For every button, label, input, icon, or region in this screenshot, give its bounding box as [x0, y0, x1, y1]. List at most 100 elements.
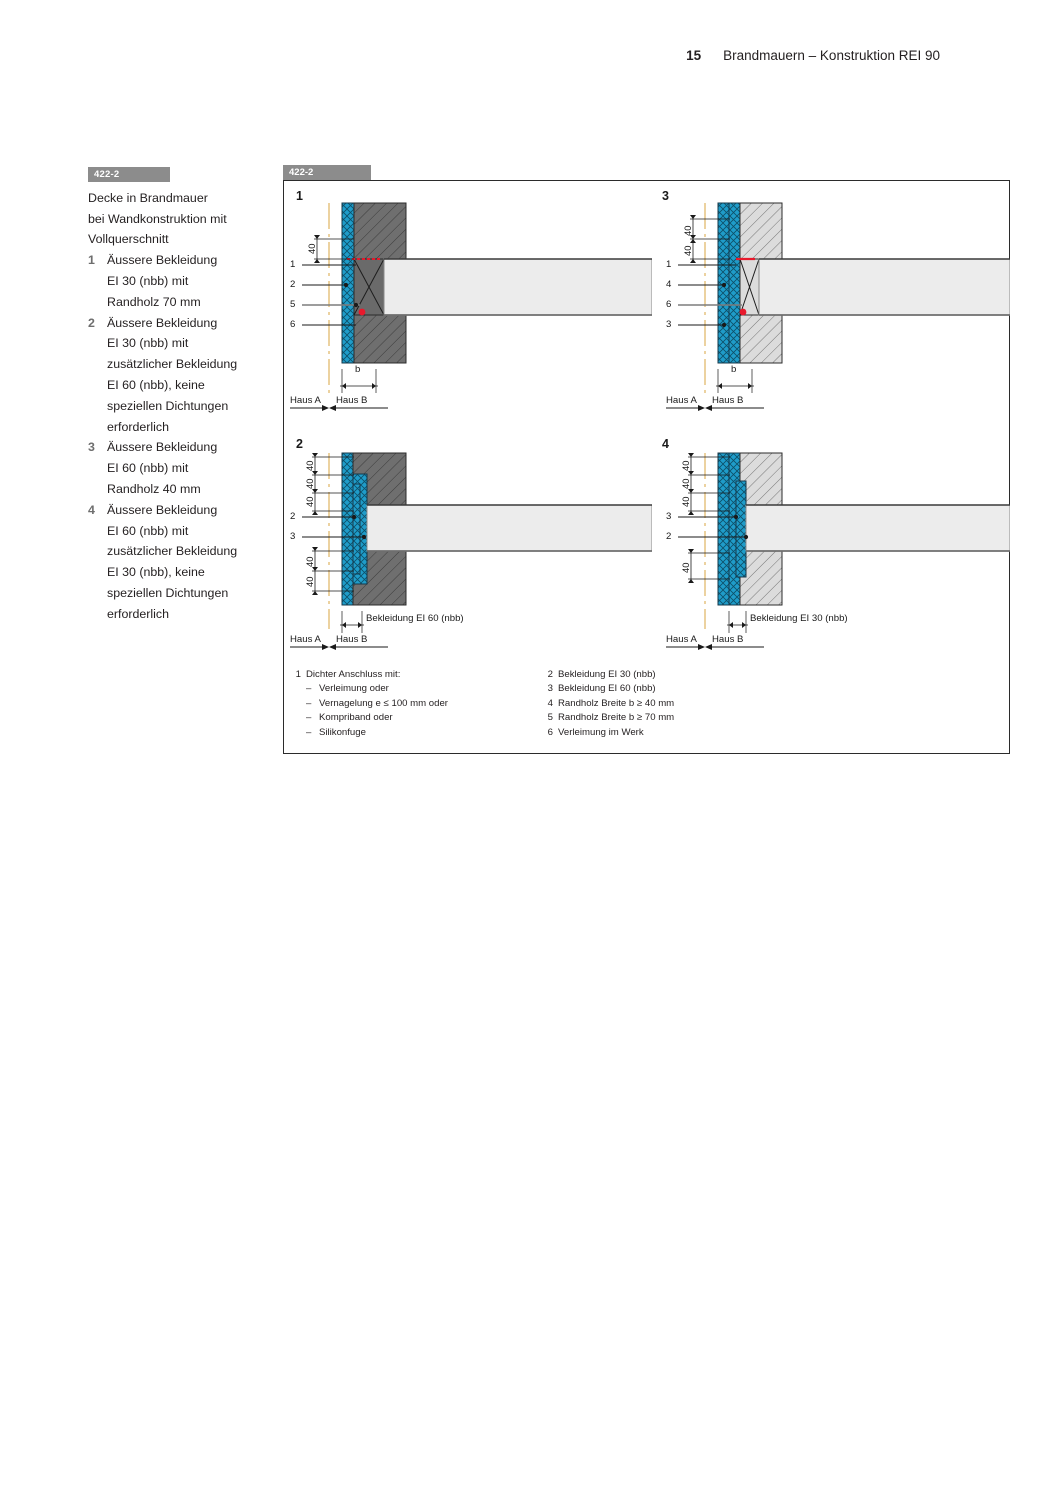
caption-item-line: speziellen Dichtungen [107, 398, 229, 413]
caption-item-number: 2 [88, 315, 95, 330]
caption-item-line: Randholz 40 mm [107, 481, 201, 496]
caption-item-number: 3 [88, 440, 95, 455]
page-number: 15 [686, 48, 702, 63]
caption-item-line: Äussere Bekleidung [107, 440, 218, 455]
panel-4-dim-top-2: 40 [680, 478, 691, 489]
caption-item-line: erforderlich [107, 419, 169, 434]
legend-dash: – [306, 683, 312, 695]
legend-item-5: 5 Randholz Breite b ≥ 70 mm [539, 711, 799, 725]
panel-1-callout-6: 6 [290, 319, 296, 330]
legend-text-2: Bekleidung EI 30 (nbb) [558, 669, 656, 680]
panel-1-dim-40: 40 [306, 243, 317, 254]
panel-2-dim-top-3: 40 [304, 496, 315, 507]
panel-2-callout-2: 2 [290, 511, 296, 522]
panel-1-number: 1 [296, 189, 303, 203]
panel-3-haus-a: Haus A [666, 395, 697, 406]
panel-2-dim-top-1: 40 [304, 460, 315, 471]
caption-item-line: EI 60 (nbb), keine [107, 377, 205, 392]
panel-3-callout-1: 1 [666, 259, 672, 270]
figure-tag: 422-2 [283, 165, 371, 180]
legend-sub-items: –Verleimung oder–Vernagelung e ≤ 100 mm … [287, 682, 537, 740]
panel-3-number: 3 [662, 189, 669, 203]
panel-1-drawing [290, 202, 652, 411]
legend-key-2: 2 [547, 669, 553, 680]
legend-key-3: 3 [547, 683, 553, 695]
page-header: 15 Brandmauern – Konstruktion REI 90 [686, 48, 940, 63]
caption-item-line: erforderlich [107, 606, 169, 621]
panel-2-callout-3: 3 [290, 531, 296, 542]
panel-4-callout-2: 2 [666, 531, 672, 542]
panel-1-haus-a: Haus A [290, 395, 321, 406]
caption-item-line: zusätzlicher Bekleidung [107, 357, 238, 372]
legend-sub-item-2: –Vernagelung e ≤ 100 mm oder [287, 697, 537, 711]
panel-2-haus-a: Haus A [290, 634, 321, 645]
legend-key-5: 5 [547, 712, 553, 724]
panel-2-dim-bot-1: 40 [304, 556, 315, 567]
caption-item-line: EI 30 (nbb), keine [107, 565, 205, 580]
legend-text-3: Bekleidung EI 60 (nbb) [558, 683, 656, 695]
legend-sub-text: Kompriband oder [319, 712, 393, 724]
legend-item-2: 2 Bekleidung EI 30 (nbb) [539, 668, 799, 682]
legend-sub-item-1: –Verleimung oder [287, 682, 537, 696]
panel-1-callout-2: 2 [290, 279, 296, 290]
legend-key-4: 4 [547, 697, 553, 709]
caption-item-line: zusätzlicher Bekleidung [107, 544, 238, 559]
panel-2-bottom-note: Bekleidung EI 60 (nbb) [366, 613, 464, 624]
legend-key-6: 6 [547, 726, 553, 738]
caption-item-line: EI 30 (nbb) mit [107, 273, 189, 288]
panel-4-bottom-note: Bekleidung EI 30 (nbb) [750, 613, 848, 624]
caption-title: Decke in Brandmauer bei Wandkonstruktion … [88, 188, 266, 250]
panel-4-number: 4 [662, 437, 669, 451]
panel-1-haus-b: Haus B [336, 395, 368, 406]
caption-item-line: EI 60 (nbb) mit [107, 461, 189, 476]
panel-4-dim-top-1: 40 [680, 460, 691, 471]
caption-item-line: speziellen Dichtungen [107, 585, 229, 600]
panel-3-drawing [666, 202, 1010, 411]
panel-2-dim-top-2: 40 [304, 478, 315, 489]
caption-title-line-3: Vollquerschnitt [88, 232, 169, 247]
panel-3: 3 [660, 181, 1010, 466]
legend-text-5: Randholz Breite b ≥ 70 mm [558, 712, 675, 724]
legend-sub-text: Vernagelung e ≤ 100 mm oder [319, 697, 448, 709]
figure-box: 1 [283, 180, 1010, 754]
panel-2-drawing [290, 452, 652, 650]
caption-column: 422-2 Decke in Brandmauer bei Wandkonstru… [88, 163, 266, 625]
panel-3-dim-40-a: 40 [682, 225, 693, 236]
panel-1-callout-5: 5 [290, 299, 296, 310]
panel-2-number: 2 [296, 437, 303, 451]
caption-title-line-1: Decke in Brandmauer [88, 190, 208, 205]
panel-4-haus-b: Haus B [712, 634, 744, 645]
panel-1-dim-b: b [355, 364, 361, 375]
caption-item-line: Randholz 70 mm [107, 294, 201, 309]
caption-tag: 422-2 [88, 167, 170, 182]
panel-4-callout-3: 3 [666, 511, 672, 522]
panel-2-dim-bot-2: 40 [304, 576, 315, 587]
legend-column-left: 1 Dichter Anschluss mit: –Verleimung ode… [287, 668, 537, 740]
legend-text-6: Verleimung im Werk [558, 726, 644, 738]
legend-key-1: 1 [295, 669, 301, 680]
panel-4-dim-bot-1: 40 [680, 562, 691, 573]
legend-sub-item-4: –Silikonfuge [287, 726, 537, 740]
panel-3-dim-40-b: 40 [682, 245, 693, 256]
panel-4-drawing [666, 452, 1010, 650]
caption-item-line: EI 30 (nbb) mit [107, 336, 189, 351]
caption-item-line: Äussere Bekleidung [107, 502, 218, 517]
caption-title-line-2: bei Wandkonstruktion mit [88, 211, 227, 226]
caption-item-line: Äussere Bekleidung [107, 315, 218, 330]
legend-item-6: 6 Verleimung im Werk [539, 726, 799, 740]
panel-2-haus-b: Haus B [336, 634, 368, 645]
panel-4: 4 [660, 429, 1010, 669]
panel-2: 2 [284, 429, 652, 669]
page-title: Brandmauern – Konstruktion REI 90 [723, 48, 940, 63]
panel-3-dim-b: b [731, 364, 737, 375]
legend-sub-text: Verleimung oder [319, 683, 389, 695]
legend-column-right: 2 Bekleidung EI 30 (nbb) 3 Bekleidung EI 60… [539, 668, 799, 740]
panel-3-callout-3: 3 [666, 319, 672, 330]
panel-3-callout-4: 4 [666, 279, 672, 290]
caption-item-number: 4 [88, 502, 95, 517]
panel-4-dim-top-3: 40 [680, 496, 691, 507]
